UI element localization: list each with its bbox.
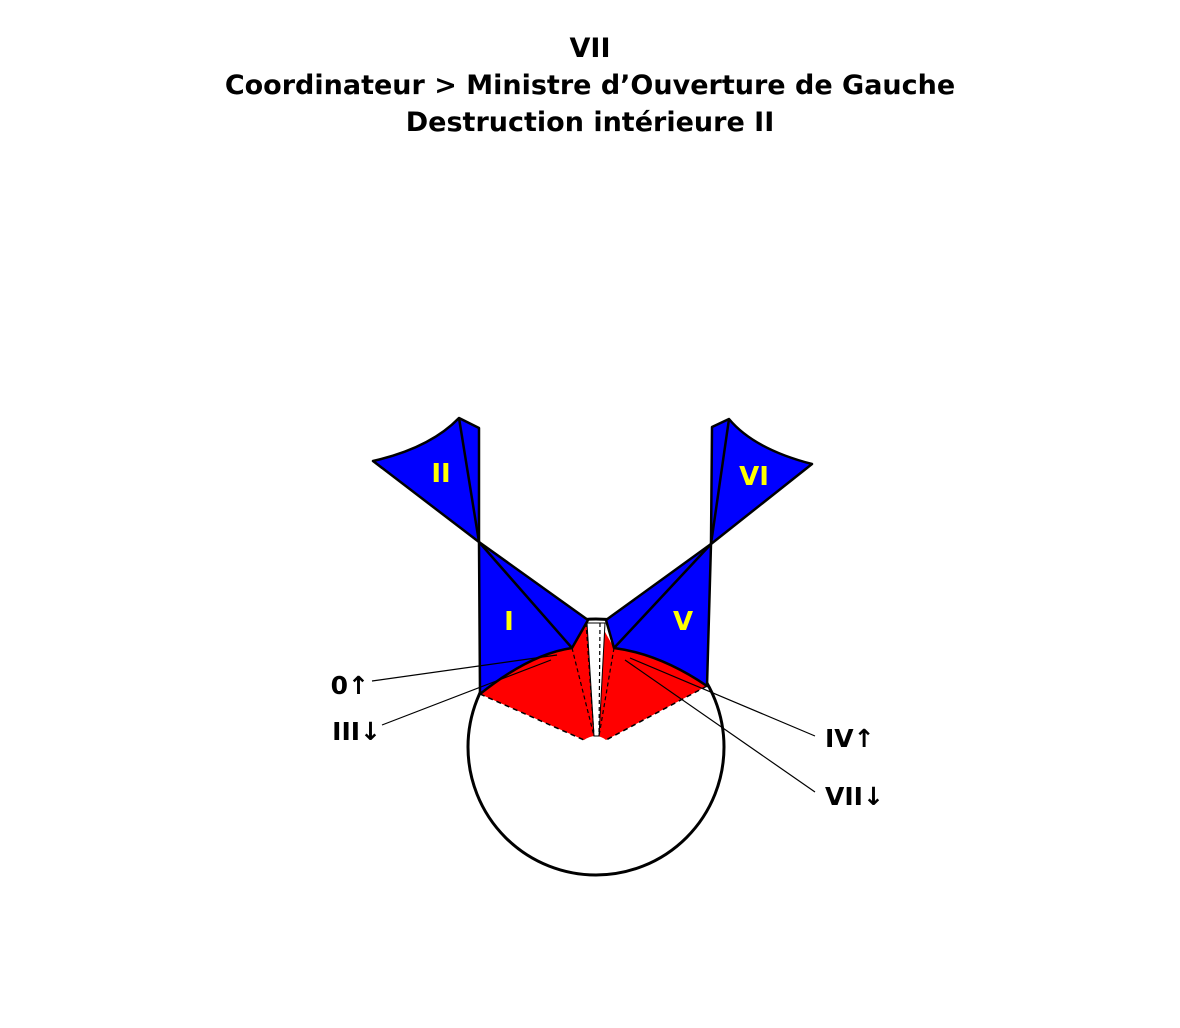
callout-label-seven-down: VII↓ <box>825 782 884 811</box>
circle-outline <box>466 617 726 877</box>
region-vi-inner-line <box>613 418 731 649</box>
region-ii-inner-line <box>457 417 573 649</box>
internal-rays <box>571 622 615 737</box>
title-line-1: VII <box>569 33 611 64</box>
callout-lines <box>371 654 816 793</box>
title-line-2: Coordinateur > Ministre d’Ouverture de G… <box>224 70 956 101</box>
callout-label-zero-up: 0↑ <box>331 671 369 700</box>
red-region-dashed-edge <box>479 685 708 741</box>
region-ii-shape <box>371 416 481 544</box>
region-label-vi: VI <box>739 462 769 492</box>
region-vi-shape <box>709 417 814 546</box>
header: VII Coordinateur > Ministre d’Ouverture … <box>0 30 1180 141</box>
region-label-v: V <box>673 607 693 637</box>
region-label-ii: II <box>431 459 450 489</box>
title-line-3: Destruction intérieure II <box>405 107 775 138</box>
callout-label-four-up: IV↑ <box>825 724 875 753</box>
callout-label-three-down: III↓ <box>332 717 381 746</box>
region-label-i: I <box>504 607 514 637</box>
